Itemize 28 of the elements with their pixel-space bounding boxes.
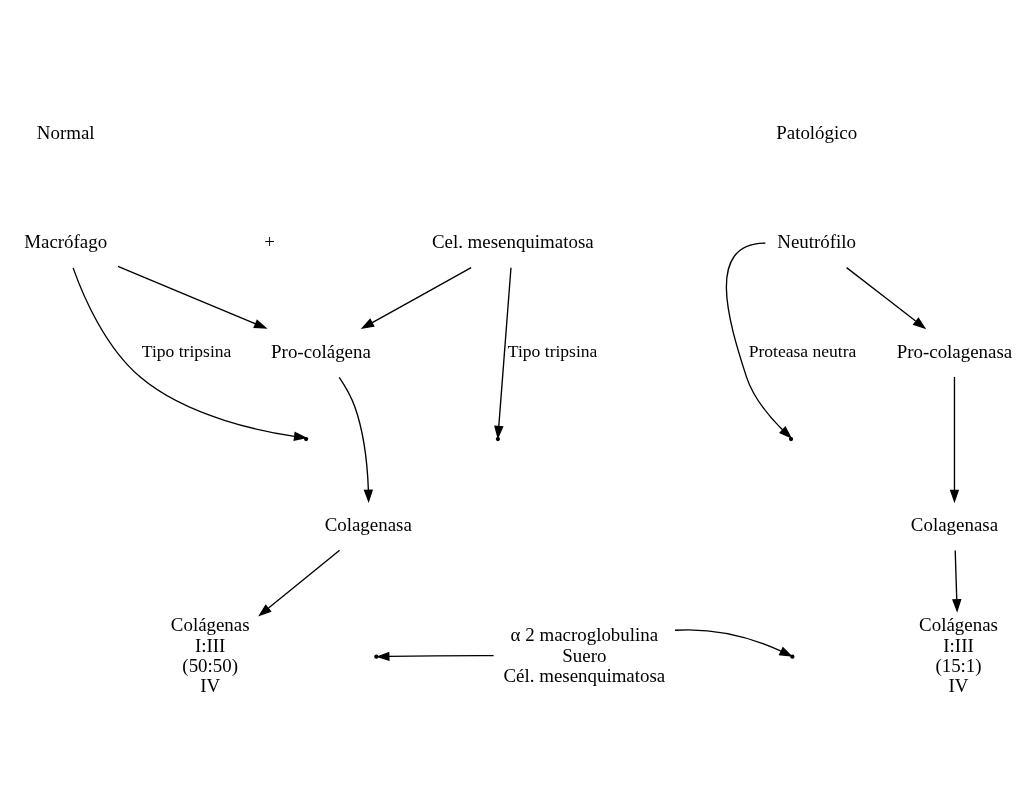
label: Normal — [36, 121, 95, 143]
arrow — [952, 549, 962, 613]
arrow — [949, 375, 960, 503]
node-text: Colágenas I:III (50:50) IV — [170, 613, 250, 696]
label: + — [264, 230, 275, 252]
edge-label: Tipo tripsina — [507, 340, 598, 361]
node-text: Pro-colágena — [271, 340, 371, 362]
node-text: Colagenasa — [324, 513, 412, 535]
label: Patológico — [776, 121, 858, 143]
node-text: Colágenas I:III (15:1) IV — [919, 613, 998, 696]
node-text: Macrófago — [24, 230, 108, 252]
node-text: Pro-colagenasa — [896, 340, 1013, 362]
edge-label: Tipo tripsina — [141, 340, 232, 361]
edge-label: Proteasa neutra — [748, 340, 857, 361]
node-text: α 2 macroglobulina — [510, 623, 659, 645]
node-label: Suero — [562, 644, 607, 666]
arrow — [258, 549, 341, 616]
arrow — [494, 266, 512, 439]
arrow — [725, 241, 793, 439]
arrow — [845, 266, 927, 329]
arrow — [72, 266, 308, 441]
node-text: Cel. mesenquimatosa — [431, 230, 594, 252]
arrow — [360, 266, 472, 329]
node-text: Neutrófilo — [777, 230, 857, 252]
arrow — [338, 376, 374, 503]
arrow — [117, 265, 268, 329]
node-text: Colagenasa — [910, 513, 999, 535]
node-label: Cél. mesenquimatosa — [503, 664, 666, 686]
